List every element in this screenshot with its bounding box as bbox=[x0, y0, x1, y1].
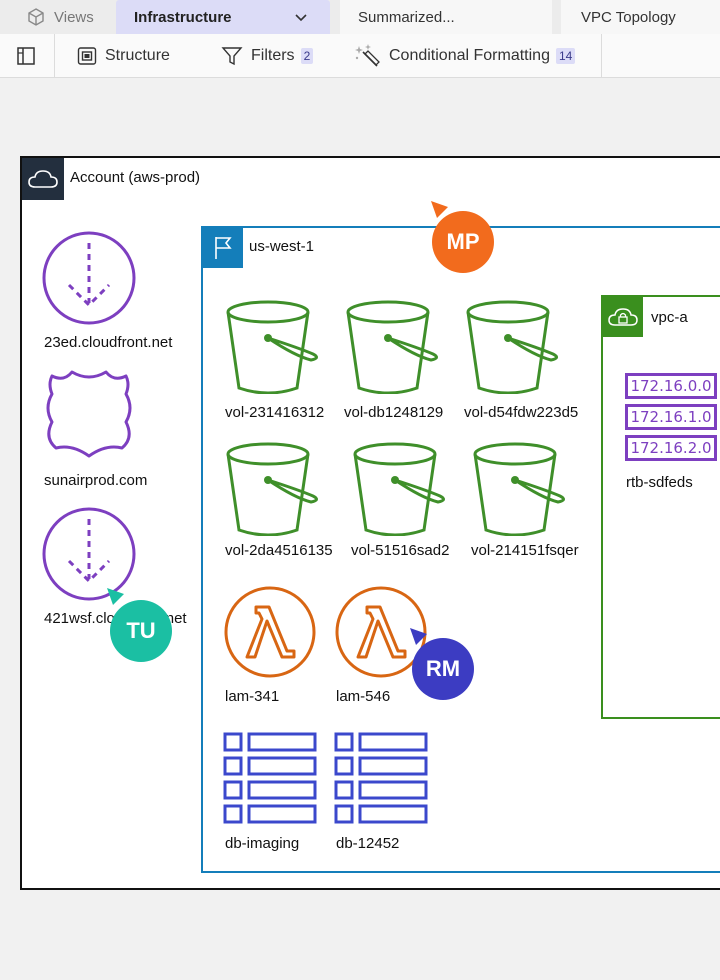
route-table-label: rtb-sdfeds bbox=[626, 474, 693, 491]
tab-views[interactable]: Views bbox=[0, 0, 116, 34]
database-node[interactable] bbox=[223, 732, 317, 831]
cloudfront-node[interactable] bbox=[42, 231, 136, 330]
volume-node[interactable] bbox=[465, 300, 559, 399]
structure-button[interactable]: Structure bbox=[77, 34, 170, 78]
vpc-group[interactable]: vpc-a bbox=[601, 295, 720, 719]
vpc-label: vpc-a bbox=[651, 309, 688, 326]
magic-wand-icon bbox=[355, 44, 380, 67]
cloudfront-label: 23ed.cloudfront.net bbox=[44, 334, 173, 351]
volume-node[interactable] bbox=[225, 442, 319, 541]
database-node[interactable] bbox=[334, 732, 428, 831]
collaborator-avatar[interactable]: MP bbox=[432, 211, 494, 273]
database-label: db-imaging bbox=[225, 835, 300, 852]
structure-icon bbox=[77, 47, 97, 65]
volume-label: vol-db1248129 bbox=[344, 404, 444, 421]
bucket-icon bbox=[226, 300, 318, 395]
tab-vpc-topology-label: VPC Topology bbox=[581, 8, 676, 26]
lambda-label: lam-546 bbox=[336, 688, 391, 705]
chevron-down-icon[interactable] bbox=[294, 10, 308, 24]
bucket-icon bbox=[353, 442, 445, 537]
volume-node[interactable] bbox=[472, 442, 566, 541]
database-table-icon bbox=[223, 732, 317, 824]
volume-node[interactable] bbox=[225, 300, 319, 399]
conditional-formatting-count-badge: 14 bbox=[555, 48, 576, 64]
toolbar-divider bbox=[54, 34, 55, 78]
collaborator-avatar[interactable]: TU bbox=[110, 600, 172, 662]
toolbar: Structure Filters 2 Conditional Formatti… bbox=[0, 34, 720, 78]
cursor-pointer-icon bbox=[410, 628, 427, 645]
lambda-node[interactable] bbox=[334, 585, 428, 684]
cube-icon bbox=[28, 8, 44, 26]
bucket-icon bbox=[466, 300, 558, 395]
conditional-formatting-button[interactable]: Conditional Formatting 14 bbox=[355, 34, 576, 78]
conditional-formatting-label: Conditional Formatting bbox=[389, 47, 550, 64]
bucket-icon bbox=[346, 300, 438, 395]
route53-node[interactable] bbox=[42, 368, 136, 463]
volume-node[interactable] bbox=[345, 300, 439, 399]
cidr-block[interactable]: 172.16.2.0 bbox=[625, 435, 717, 461]
filters-count-badge: 2 bbox=[300, 48, 314, 64]
cloudfront-download-icon bbox=[42, 507, 136, 601]
bucket-icon bbox=[226, 442, 318, 537]
cloudfront-download-icon bbox=[42, 231, 136, 325]
structure-label: Structure bbox=[105, 47, 170, 64]
cloud-icon bbox=[22, 158, 64, 200]
tab-infrastructure[interactable]: Infrastructure bbox=[116, 0, 330, 34]
cloud-lock-icon bbox=[603, 297, 643, 337]
filters-label: Filters bbox=[251, 47, 295, 64]
region-label: us-west-1 bbox=[249, 238, 315, 255]
cloudfront-node[interactable] bbox=[42, 507, 136, 606]
tab-vpc-topology[interactable]: VPC Topology bbox=[561, 0, 720, 34]
filters-button[interactable]: Filters 2 bbox=[221, 34, 314, 78]
collaborator-avatar[interactable]: RM bbox=[412, 638, 474, 700]
volume-label: vol-d54fdw223d5 bbox=[464, 404, 579, 421]
flag-icon bbox=[203, 228, 243, 268]
volume-label: vol-231416312 bbox=[225, 404, 325, 421]
tab-summarized-label: Summarized... bbox=[358, 8, 455, 26]
cidr-block[interactable]: 172.16.1.0 bbox=[625, 404, 717, 430]
shield-icon bbox=[46, 370, 132, 458]
account-label: Account (aws-prod) bbox=[70, 169, 201, 186]
cidr-block[interactable]: 172.16.0.0 bbox=[625, 373, 717, 399]
volume-label: vol-2da4516135 bbox=[225, 542, 333, 559]
lambda-label: lam-341 bbox=[225, 688, 280, 705]
tab-infrastructure-label: Infrastructure bbox=[134, 8, 232, 26]
tab-views-label: Views bbox=[54, 8, 94, 26]
tab-summarized[interactable]: Summarized... bbox=[340, 0, 552, 34]
bucket-icon bbox=[473, 442, 565, 537]
database-table-icon bbox=[334, 732, 428, 824]
lambda-node[interactable] bbox=[223, 585, 317, 684]
volume-node[interactable] bbox=[352, 442, 446, 541]
lambda-icon bbox=[335, 586, 427, 678]
sidebar-toggle-button[interactable] bbox=[16, 34, 44, 78]
filter-icon bbox=[221, 47, 243, 66]
volume-label: vol-214151fsqer bbox=[471, 542, 579, 559]
route53-label: sunairprod.com bbox=[44, 472, 148, 489]
toolbar-divider bbox=[601, 34, 602, 78]
database-label: db-12452 bbox=[336, 835, 400, 852]
sidebar-panel-icon bbox=[17, 47, 35, 65]
cursor-pointer-icon bbox=[107, 588, 124, 605]
lambda-icon bbox=[224, 586, 316, 678]
volume-label: vol-51516sad2 bbox=[351, 542, 450, 559]
cursor-pointer-icon bbox=[431, 201, 448, 218]
